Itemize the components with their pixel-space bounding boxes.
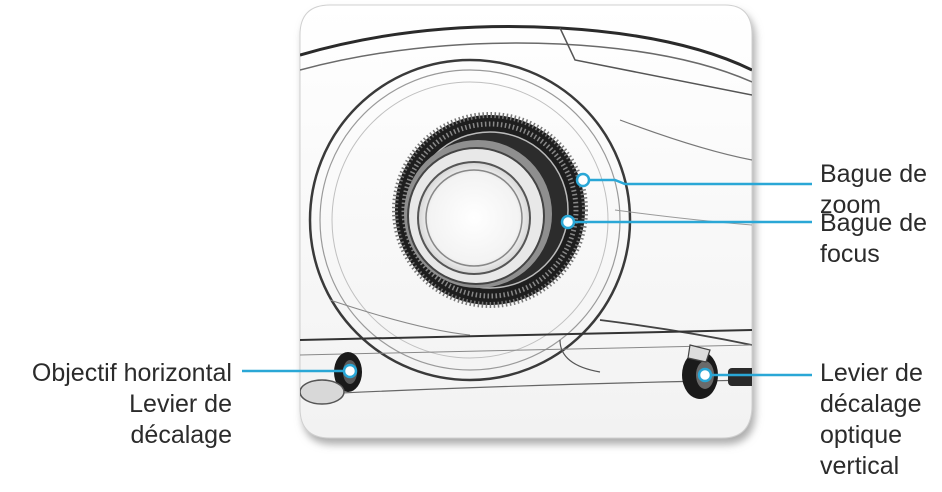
horizontal-shift-label-line3: décalage — [32, 420, 232, 451]
zoom-callout-dot — [577, 174, 589, 186]
horizontal-shift-label: Objectif horizontal Levier de décalage — [32, 358, 232, 451]
vertical-shift-label-line1: Levier de — [820, 358, 923, 389]
focus-ring-label-line1: Bague de — [820, 208, 927, 239]
vertical-shift-label: Levier de décalage optique vertical — [820, 358, 923, 482]
focus-ring-label-line2: focus — [820, 239, 927, 270]
vertical-shift-label-line3: optique — [820, 420, 923, 451]
zoom-ring-label-line1: Bague de — [820, 159, 927, 190]
focus-callout-dot — [562, 216, 574, 228]
horizontal-shift-callout-dot — [344, 365, 356, 377]
horizontal-shift-label-line2: Levier de — [32, 389, 232, 420]
vertical-shift-callout-dot — [699, 369, 711, 381]
vertical-shift-label-line2: décalage — [820, 389, 923, 420]
lens-glass — [418, 162, 530, 274]
vertical-shift-label-line4: vertical — [820, 451, 923, 482]
focus-ring-label: Bague de focus — [820, 208, 927, 270]
horizontal-shift-label-line1: Objectif horizontal — [32, 358, 232, 389]
